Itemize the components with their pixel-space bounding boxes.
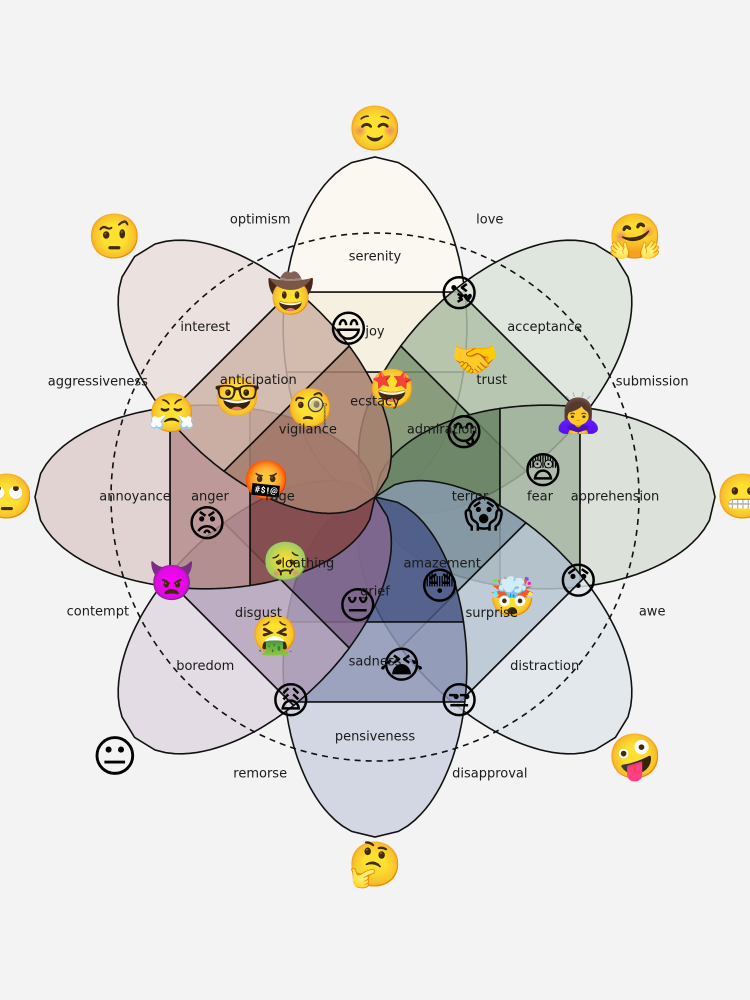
label-admiration: admiration	[407, 422, 478, 437]
emoji-hugging-icon: 🤗	[608, 211, 663, 262]
emoji-triumph-icon: 😤	[148, 391, 195, 435]
emoji-unamused-icon: 😒	[439, 678, 479, 722]
emoji-hushed-icon: 😯	[558, 559, 598, 603]
emoji-nerd-icon: 🤓	[214, 375, 261, 419]
emoji-pensive-icon: 😔	[338, 584, 378, 628]
label-annoyance: annoyance	[99, 490, 170, 505]
emoji-raised-eyebrow-icon: 🤨	[87, 211, 142, 262]
emoji-neutral-icon: 😐	[92, 732, 138, 783]
emoji-vomiting-icon: 🤮	[251, 613, 298, 657]
label-serenity: serenity	[349, 250, 402, 265]
petal-anticipation	[117, 239, 393, 515]
emoji-screaming-icon: 😱	[464, 492, 504, 536]
label-surprise: surprise	[466, 606, 518, 621]
emoji-nauseated-icon: 🤢	[262, 540, 309, 584]
label-amazement: amazement	[403, 557, 480, 572]
emoji-grimacing-icon: 😬	[716, 472, 750, 523]
emoji-kissing-heart-icon: 😘	[439, 272, 479, 316]
dyad-label-submission: submission	[616, 375, 689, 390]
emoji-zany-icon: 🤪	[608, 732, 663, 783]
emoji-layer: ☺️ 🤗 😬 🤪 🤔 😐 🙄 🤨 😘 🙇‍♀️ 😯 😒 😩 👿 😤 🤠 😄🤩 🤝 😋 😨 😱 🤯 😳 😭😔 🤮 🤢 😡 🤬 🤓 🧐	[0, 104, 750, 891]
dyad-label-optimism: optimism	[230, 212, 291, 227]
label-joy: joy	[364, 325, 385, 340]
dyad-label-disapproval: disapproval	[452, 767, 527, 782]
emoji-rolling-eyes-icon: 🙄	[0, 472, 34, 523]
emoji-relieved-icon: ☺️	[348, 104, 403, 155]
dyad-label-contempt: contempt	[67, 604, 129, 619]
label-rage: rage	[265, 490, 295, 505]
dyad-label-awe: awe	[639, 604, 666, 619]
emoji-angry-devil-icon: 👿	[148, 559, 195, 603]
dyad-label-remorse: remorse	[233, 767, 287, 782]
dyad-label-aggressiveness: aggressiveness	[48, 375, 148, 390]
label-interest: interest	[180, 320, 230, 335]
emoji-star-struck-icon: 🤩	[369, 366, 416, 410]
label-apprehension: apprehension	[571, 490, 660, 505]
petal-anticipation-band-outer	[117, 239, 295, 417]
label-layer: ecstacy joy serenity admiration trust accepta…	[48, 212, 689, 781]
label-boredom: boredom	[176, 659, 234, 674]
petal-anger-band-outer	[34, 406, 171, 588]
label-ecstacy: ecstacy	[350, 395, 400, 410]
emoji-cowboy-icon: 🤠	[267, 271, 314, 316]
dyad-label-love: love	[476, 212, 503, 227]
label-trust: trust	[476, 373, 507, 388]
emoji-handshake-icon: 🤝	[451, 337, 498, 381]
emoji-thinking-icon: 🤔	[348, 840, 403, 891]
label-vigilance: vigilance	[279, 422, 337, 437]
label-acceptance: acceptance	[507, 320, 582, 335]
label-anticipation: anticipation	[220, 373, 297, 388]
emoji-cursing-icon: 🤬	[243, 458, 290, 502]
emoji-grinning-icon: 😄	[329, 307, 369, 351]
emoji-exploding-head-icon: 🤯	[489, 575, 536, 619]
emoji-tongue-wink-icon: 😋	[444, 410, 484, 454]
label-anger: anger	[191, 490, 229, 505]
emoji-bowing-woman-icon: 🙇‍♀️	[555, 391, 602, 435]
emoji-crying-icon: 😭	[379, 643, 423, 687]
dashed-ring	[110, 232, 640, 762]
petal-layer	[34, 156, 716, 838]
label-sadness: sadness	[349, 655, 402, 670]
label-fear: fear	[527, 490, 554, 505]
emoji-monocle-icon: 🧐	[287, 386, 334, 430]
label-pensiveness: pensiveness	[335, 730, 416, 745]
emoji-flushed-icon: 😳	[420, 564, 460, 608]
emoji-weary-icon: 😩	[271, 678, 311, 722]
label-loathing: loathing	[281, 557, 334, 572]
label-terror: terror	[452, 490, 489, 505]
petal-disgust-band-outer	[117, 577, 295, 755]
label-distraction: distraction	[510, 659, 579, 674]
emoji-pouting-icon: 😡	[187, 502, 227, 546]
label-grief: grief	[360, 585, 390, 600]
petal-sadness-band-outer	[284, 701, 466, 838]
emoji-anxious-icon: 😨	[523, 448, 563, 492]
label-disgust: disgust	[235, 606, 282, 621]
